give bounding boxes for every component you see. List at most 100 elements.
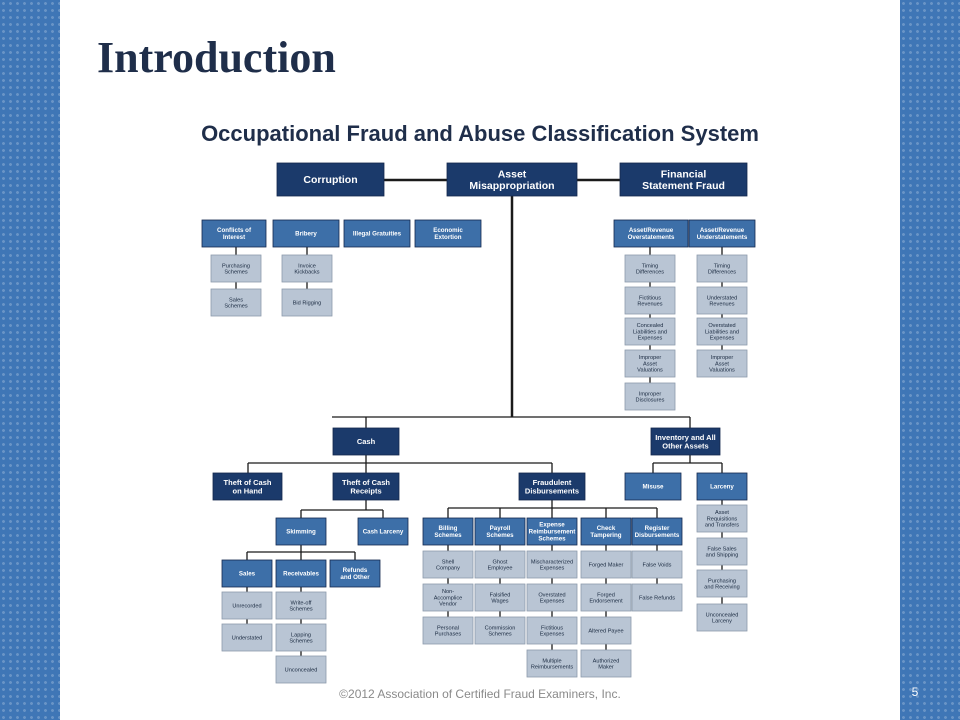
- node-label-line: Schemes: [289, 639, 313, 645]
- node-understated: Understated: [221, 623, 273, 652]
- slide-subtitle: Occupational Fraud and Abuse Classificat…: [201, 121, 759, 146]
- node-box: [526, 583, 578, 612]
- node-forged-maker: Forged Maker: [580, 550, 632, 579]
- node-label-line: Improper: [711, 355, 734, 361]
- node-unconcealed: Unconcealed: [275, 655, 327, 684]
- node-box: [631, 550, 683, 579]
- node-box: [357, 517, 409, 546]
- node-box: [526, 649, 578, 678]
- node-label-line: Endorsement: [589, 599, 623, 605]
- node-label-line: Commission: [485, 625, 516, 631]
- node-label-line: Corruption: [303, 174, 357, 186]
- node-label-line: Multiple: [542, 658, 561, 664]
- node-label-line: Schemes: [538, 536, 566, 543]
- node-label-line: Expenses: [638, 336, 663, 342]
- node-label-line: Cash: [357, 437, 376, 446]
- node-box: [526, 550, 578, 579]
- right-sidebar-decoration: [900, 0, 960, 720]
- node-larceny: Larceny: [696, 472, 748, 501]
- node-box: [221, 623, 273, 652]
- node-label-line: Billing: [439, 525, 458, 532]
- node-label-line: Overstated: [708, 323, 735, 329]
- node-label-line: Expense: [539, 522, 565, 529]
- node-misuse: Misuse: [624, 472, 682, 501]
- node-box: [518, 472, 586, 501]
- node-label-line: Vendor: [439, 602, 457, 608]
- node-skimming: Skimming: [275, 517, 327, 546]
- node-label-line: Expenses: [540, 566, 565, 572]
- node-label-line: Fraudulent: [533, 478, 572, 487]
- node-label-line: Sales: [239, 571, 256, 578]
- node-unrecorded: Unrecorded: [221, 591, 273, 620]
- node-label-line: Reimbursements: [531, 665, 573, 671]
- node-label-line: Asset/Revenue: [700, 227, 745, 234]
- node-label-line: Theft of Cash: [342, 478, 390, 487]
- node-label-line: False Sales: [707, 546, 736, 552]
- node-label-line: Invoice: [298, 263, 316, 269]
- node-label-line: Timing: [642, 263, 659, 269]
- node-label-line: Asset: [715, 510, 729, 516]
- node-label-line: Company: [436, 566, 460, 572]
- node-label-line: Shell: [442, 559, 454, 565]
- node-label-line: Unconcealed: [706, 612, 739, 618]
- node-label-line: Kickbacks: [294, 270, 319, 276]
- node-cash-larceny: Cash Larceny: [357, 517, 409, 546]
- node-label-line: Misappropriation: [469, 180, 554, 192]
- node-bidrig: Bid Rigging: [281, 288, 333, 317]
- node-label-line: Disclosures: [636, 398, 665, 404]
- node-label-line: Purchasing: [222, 263, 250, 269]
- node-label-line: Unrecorded: [232, 603, 261, 609]
- node-box: [580, 550, 632, 579]
- node-label: Forged Maker: [589, 562, 624, 568]
- node-box: [221, 559, 273, 588]
- node-box: [580, 583, 632, 612]
- node-sales: Sales: [221, 559, 273, 588]
- left-sidebar-decoration: [0, 0, 60, 720]
- node-label-line: on Hand: [233, 486, 263, 495]
- node-box: [272, 219, 340, 248]
- node-label: Larceny: [710, 484, 734, 491]
- node-box: [624, 349, 676, 378]
- node-cash: Cash: [332, 427, 400, 456]
- node-label-line: Disbursements: [635, 532, 680, 539]
- node-box: [212, 472, 283, 501]
